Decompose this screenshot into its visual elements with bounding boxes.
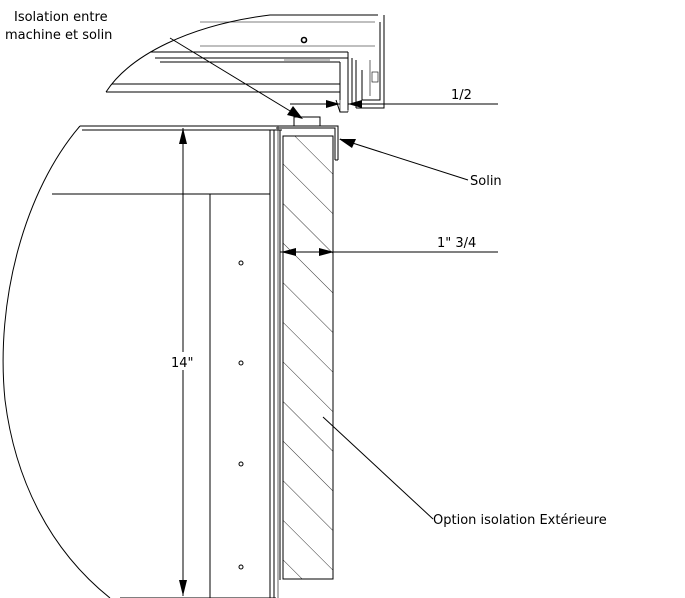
insulation-between-label-line1: Isolation entre [14, 10, 108, 25]
gap-dimension-label: 1/2 [451, 88, 472, 103]
flashing-leader [339, 138, 469, 181]
screw-4 [238, 564, 244, 570]
screw-2 [238, 360, 244, 366]
thickness-dimension [280, 248, 498, 256]
exterior-insulation-panel [282, 135, 334, 580]
insulation-block [293, 116, 321, 127]
exterior-insulation-leader [322, 416, 434, 520]
insulation-between-leader [169, 37, 303, 119]
height-dimension [168, 128, 200, 596]
wall-body [2, 125, 282, 598]
flashing-label: Solin [470, 174, 502, 189]
exterior-insulation-label: Option isolation Extérieure [433, 513, 607, 528]
insulation-between-label-line2: machine et solin [5, 28, 112, 43]
height-dimension-label: 14" [171, 356, 194, 371]
gap-dimension [290, 96, 498, 112]
screw-3 [238, 461, 244, 467]
machine-housing [105, 14, 385, 113]
flashing [276, 125, 339, 161]
thickness-dimension-label: 1" 3/4 [437, 236, 476, 251]
screw-1 [238, 260, 244, 266]
machine-bolt [300, 36, 308, 44]
